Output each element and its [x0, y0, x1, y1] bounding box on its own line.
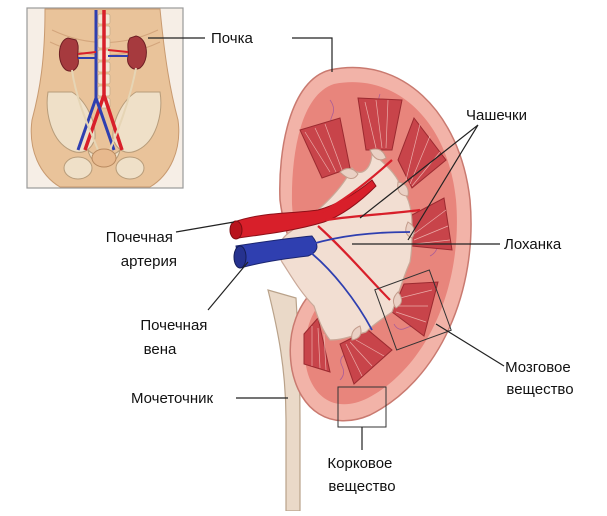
vena-cava-icon — [76, 10, 116, 151]
renal-vein-branches — [309, 231, 411, 331]
label-renal-artery-line-1: Почечная — [106, 229, 173, 246]
label-cortex: Корковое вещество — [327, 455, 396, 495]
label-medulla: Мозговое вещество — [505, 359, 575, 398]
inset-kidney-right-icon — [107, 35, 147, 70]
label-cortex-line-1: Корковое — [327, 455, 392, 472]
artery-cut-end — [229, 220, 243, 240]
renal-artery — [233, 179, 377, 239]
renal-artery-branches — [317, 159, 421, 301]
label-kidney: Почка — [211, 30, 254, 47]
inset-ureters — [71, 67, 137, 151]
inset-kidney-left-icon — [59, 37, 97, 72]
kidney-cross-section — [229, 66, 472, 512]
leader-lines — [148, 37, 505, 450]
medulla-region-box — [374, 269, 452, 351]
vein-cut-end — [233, 245, 247, 269]
label-pelvis: Лоханка — [504, 236, 562, 253]
medulla-leader — [435, 323, 505, 367]
label-calyces: Чашечки — [466, 107, 527, 124]
label-ureter: Мочеточник — [131, 390, 214, 407]
pelvis-bone-icon — [46, 91, 162, 180]
label-medulla-line-1: Мозговое — [505, 359, 571, 376]
label-renal-vein-line-2: вена — [144, 341, 177, 358]
artery-leader — [175, 221, 235, 233]
label-medulla-line-2: вещество — [506, 381, 573, 398]
renal-pelvis — [278, 150, 413, 341]
calyces-leader — [359, 124, 479, 241]
label-renal-vein-line-1: Почечная — [140, 317, 207, 334]
inset-bladder-icon — [91, 148, 117, 168]
label-renal-vein: Почечная вена — [140, 317, 211, 358]
label-renal-artery-line-2: артерия — [121, 253, 177, 270]
kidney-leader — [148, 37, 333, 72]
renal-vein — [235, 235, 318, 269]
inset-body-illustration — [26, 7, 184, 189]
vein-leader — [207, 261, 249, 311]
label-cortex-line-2: вещество — [328, 478, 395, 495]
label-renal-artery: Почечная артерия — [106, 229, 177, 270]
